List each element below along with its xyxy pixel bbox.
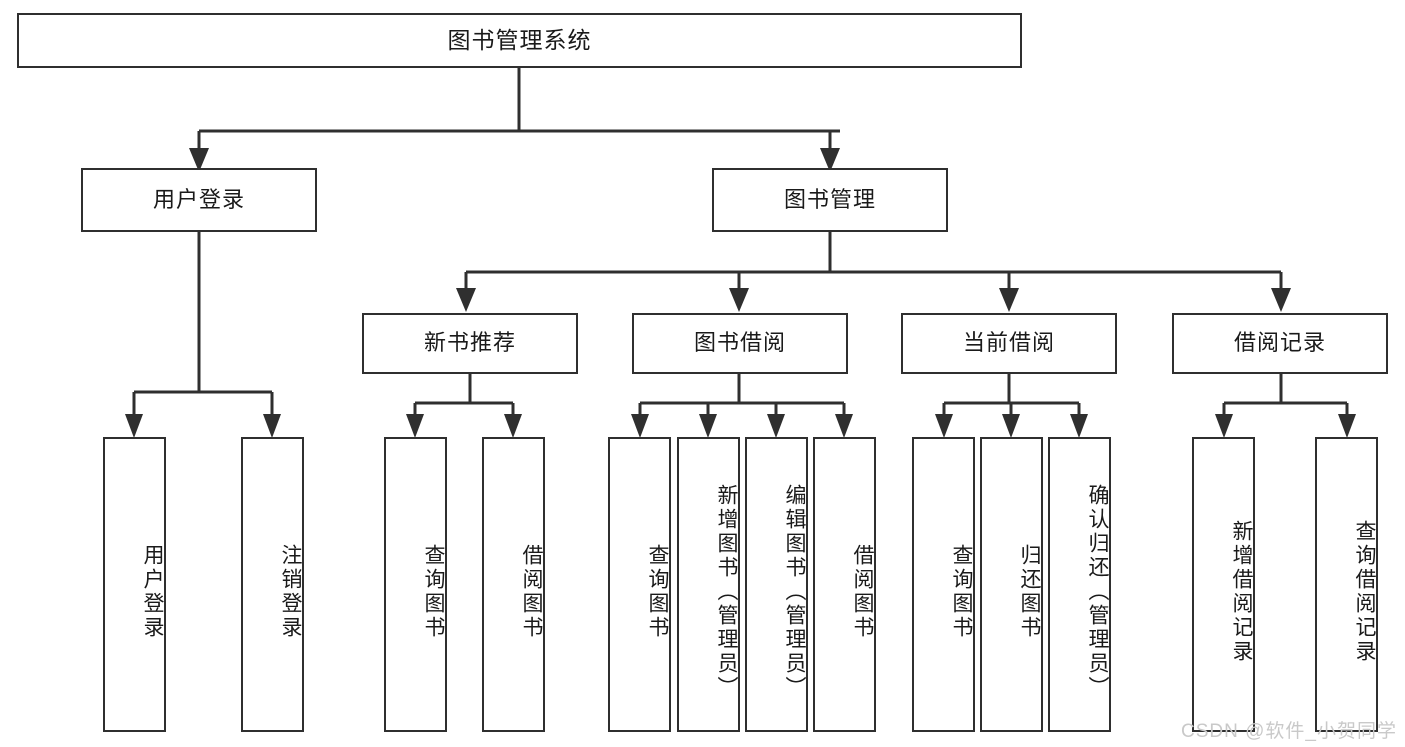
node-current-borrow[interactable]: 当前借阅 bbox=[901, 313, 1117, 374]
node-label: 归还图书 bbox=[1018, 543, 1041, 640]
node-label: 查询借阅记录 bbox=[1353, 519, 1376, 664]
leaf-borrow-search-book[interactable]: 查询图书 bbox=[608, 437, 671, 732]
node-label: 图书管理系统 bbox=[447, 26, 592, 53]
node-label: 借阅图书 bbox=[520, 543, 543, 640]
node-label: 查询图书 bbox=[422, 543, 445, 640]
leaf-borrow-add-book-admin[interactable]: 新增图书（管理员） bbox=[677, 437, 740, 732]
leaf-recommend-search-book[interactable]: 查询图书 bbox=[384, 437, 447, 732]
leaf-current-return-book[interactable]: 归还图书 bbox=[980, 437, 1043, 732]
leaf-current-search-book[interactable]: 查询图书 bbox=[912, 437, 975, 732]
node-book-borrow[interactable]: 图书借阅 bbox=[632, 313, 848, 374]
node-label: 查询图书 bbox=[646, 543, 669, 640]
node-label: 新增借阅记录 bbox=[1230, 519, 1253, 664]
node-label: 当前借阅 bbox=[962, 330, 1055, 356]
leaf-borrow-borrow-book[interactable]: 借阅图书 bbox=[813, 437, 876, 732]
watermark: CSDN @软件_小贺同学 bbox=[1181, 721, 1397, 742]
node-borrow-record[interactable]: 借阅记录 bbox=[1172, 313, 1388, 374]
leaf-record-add-record[interactable]: 新增借阅记录 bbox=[1192, 437, 1255, 732]
node-label: 用户登录 bbox=[141, 543, 164, 640]
node-label: 注销登录 bbox=[279, 543, 302, 640]
node-label: 用户登录 bbox=[152, 186, 245, 212]
node-user-login[interactable]: 用户登录 bbox=[81, 168, 317, 232]
leaf-recommend-borrow-book[interactable]: 借阅图书 bbox=[482, 437, 545, 732]
node-label: 编辑图书（管理员） bbox=[783, 483, 806, 700]
node-book-management[interactable]: 图书管理 bbox=[712, 168, 948, 232]
node-label: 借阅图书 bbox=[851, 543, 874, 640]
node-label: 确认归还（管理员） bbox=[1086, 483, 1109, 700]
node-label: 图书管理 bbox=[783, 186, 876, 212]
node-label: 新增图书（管理员） bbox=[715, 483, 738, 700]
node-label: 借阅记录 bbox=[1233, 330, 1326, 356]
leaf-record-search-record[interactable]: 查询借阅记录 bbox=[1315, 437, 1378, 732]
leaf-borrow-edit-book-admin[interactable]: 编辑图书（管理员） bbox=[745, 437, 808, 732]
node-label: 新书推荐 bbox=[423, 330, 516, 356]
node-root-book-management-system[interactable]: 图书管理系统 bbox=[17, 13, 1022, 68]
leaf-current-confirm-return-admin[interactable]: 确认归还（管理员） bbox=[1048, 437, 1111, 732]
node-label: 查询图书 bbox=[950, 543, 973, 640]
leaf-user-login-logout[interactable]: 注销登录 bbox=[241, 437, 304, 732]
node-label: 图书借阅 bbox=[693, 330, 786, 356]
leaf-user-login-login[interactable]: 用户登录 bbox=[103, 437, 166, 732]
node-new-book-recommend[interactable]: 新书推荐 bbox=[362, 313, 578, 374]
